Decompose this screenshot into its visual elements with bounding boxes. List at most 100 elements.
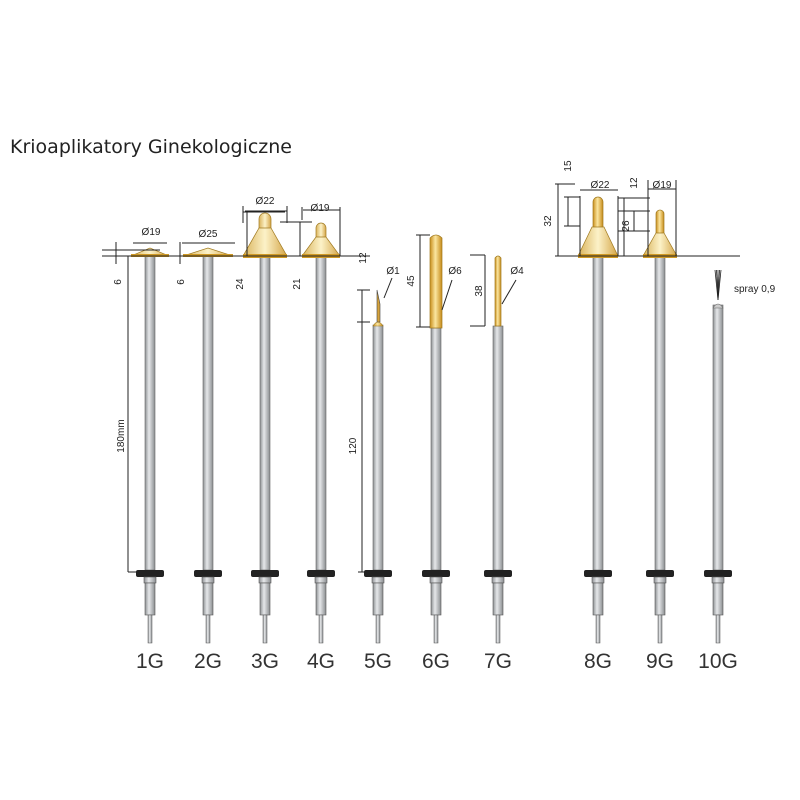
probe-label: 1G bbox=[136, 650, 164, 673]
pin bbox=[375, 614, 381, 644]
probe-1G: 1G bbox=[136, 255, 164, 673]
diameter-2g: Ø25 bbox=[199, 229, 218, 240]
probe-4G: 4G bbox=[307, 255, 335, 673]
collar bbox=[194, 570, 222, 577]
pin bbox=[433, 614, 439, 644]
probe-label: 6G bbox=[422, 650, 450, 673]
shaft bbox=[202, 255, 214, 571]
height-6g: 45 bbox=[406, 275, 417, 287]
pin bbox=[595, 614, 601, 644]
probe-label: 2G bbox=[194, 650, 222, 673]
probe-5G: 5G bbox=[364, 324, 392, 673]
spray-line bbox=[717, 269, 722, 301]
collar-ring bbox=[258, 576, 272, 584]
probe-6G: 6G bbox=[422, 327, 450, 673]
probe-8G: 8G bbox=[584, 255, 612, 673]
handle bbox=[259, 582, 271, 616]
height-8g: 32 bbox=[543, 215, 554, 227]
height-5g: 12 bbox=[358, 252, 369, 264]
probe-2G: 2G bbox=[194, 255, 222, 673]
handle bbox=[372, 582, 384, 616]
handle bbox=[654, 582, 666, 616]
shaft bbox=[592, 255, 604, 571]
probe-label: 10G bbox=[698, 650, 738, 673]
diameter-3g: Ø22 bbox=[256, 196, 275, 207]
spray-label: spray 0,9 bbox=[734, 284, 776, 295]
collar bbox=[422, 570, 450, 577]
diameter-5g: Ø1 bbox=[386, 266, 400, 277]
handle bbox=[315, 582, 327, 616]
handle bbox=[592, 582, 604, 616]
needle-base bbox=[372, 321, 384, 327]
probes: 1G 2G 3G 4G 5G 6G 7G 8G 9G 10G bbox=[130, 196, 738, 673]
handle bbox=[492, 582, 504, 616]
pin bbox=[147, 614, 153, 644]
leader-line bbox=[501, 279, 517, 305]
collar bbox=[251, 570, 279, 577]
cone-8g bbox=[577, 196, 619, 258]
cone-tip bbox=[258, 212, 272, 231]
cone-head bbox=[301, 236, 341, 257]
pin bbox=[262, 614, 268, 644]
collar bbox=[484, 570, 512, 577]
handle bbox=[144, 582, 156, 616]
cone-tip bbox=[592, 196, 604, 230]
probe-9G: 9G bbox=[646, 255, 674, 673]
probe-label: 4G bbox=[307, 650, 335, 673]
cone-head bbox=[242, 227, 288, 257]
probe-3G: 3G bbox=[251, 255, 279, 673]
pin bbox=[657, 614, 663, 644]
tip-9g: 12 bbox=[629, 177, 640, 189]
diameter-1g: Ø19 bbox=[142, 227, 161, 238]
probe-label: 7G bbox=[484, 650, 512, 673]
height-9g: 26 bbox=[621, 220, 632, 232]
cone-tip bbox=[655, 209, 665, 236]
spray-nozzle bbox=[712, 303, 724, 309]
collar-ring bbox=[491, 576, 505, 584]
probe-label: 5G bbox=[364, 650, 392, 673]
collar bbox=[136, 570, 164, 577]
collar bbox=[584, 570, 612, 577]
collar bbox=[704, 570, 732, 577]
length-5g: 120 bbox=[348, 437, 359, 454]
probe-label: 9G bbox=[646, 650, 674, 673]
collar-ring bbox=[653, 576, 667, 584]
height-2g: 6 bbox=[176, 279, 187, 285]
pin bbox=[715, 614, 721, 644]
shaft bbox=[144, 255, 156, 571]
shaft bbox=[372, 324, 384, 571]
diameter-4g: Ø19 bbox=[311, 203, 330, 214]
cone-tip bbox=[315, 222, 327, 240]
height-7g: 38 bbox=[474, 285, 485, 297]
collar-ring bbox=[591, 576, 605, 584]
diameter-7g: Ø4 bbox=[510, 266, 524, 277]
handle bbox=[712, 582, 724, 616]
shaft bbox=[430, 327, 442, 571]
probe-label: 3G bbox=[251, 650, 279, 673]
leader-line bbox=[441, 279, 453, 311]
handle bbox=[202, 582, 214, 616]
shaft bbox=[654, 255, 666, 571]
collar bbox=[364, 570, 392, 577]
dimensions bbox=[102, 180, 740, 573]
pin bbox=[318, 614, 324, 644]
shaft bbox=[259, 255, 271, 571]
collar-ring bbox=[429, 576, 443, 584]
height-1g: 6 bbox=[113, 279, 124, 285]
height-4g: 21 bbox=[292, 278, 303, 290]
cone-4g bbox=[301, 222, 341, 258]
collar bbox=[646, 570, 674, 577]
cone-head bbox=[577, 226, 619, 257]
gold-rod-7g bbox=[494, 255, 502, 327]
leader-line bbox=[383, 277, 393, 299]
tip-8g: 15 bbox=[563, 160, 574, 172]
pin bbox=[205, 614, 211, 644]
height-3g: 24 bbox=[235, 278, 246, 290]
shaft bbox=[492, 325, 504, 571]
diameter-6g: Ø6 bbox=[448, 266, 462, 277]
collar-ring bbox=[201, 576, 215, 584]
collar-ring bbox=[371, 576, 385, 584]
collar-ring bbox=[143, 576, 157, 584]
